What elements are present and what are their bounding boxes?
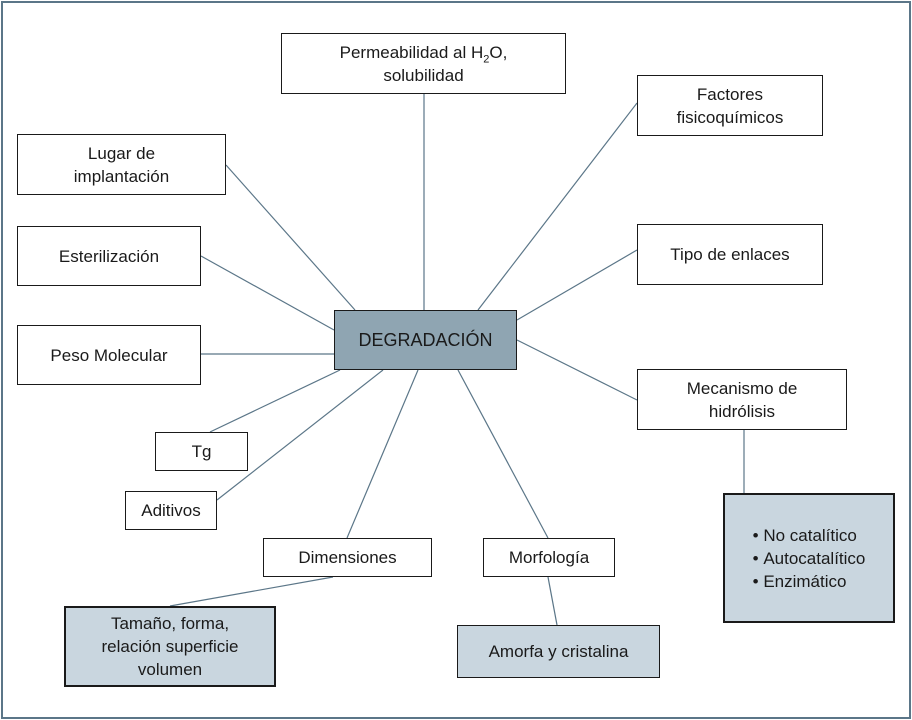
list-item: Enzimático bbox=[753, 570, 866, 593]
tamano-text-c: volumen bbox=[137, 660, 203, 679]
tamano-text-a: Tamaño, forma, bbox=[110, 614, 230, 633]
lugar-text-a: Lugar de bbox=[87, 143, 156, 163]
node-permeabilidad: Permeabilidad al H2O, solubilidad bbox=[281, 33, 566, 94]
link-morfologia-amorfa bbox=[547, 576, 558, 626]
tamano-text-b: relación superficie bbox=[101, 637, 239, 656]
peso-molecular-text: Peso Molecular bbox=[50, 345, 168, 365]
node-amorfa: Amorfa y cristalina bbox=[457, 625, 660, 678]
link-aditivos bbox=[216, 369, 384, 501]
permeabilidad-text-c: solubilidad bbox=[383, 65, 464, 85]
node-mecanismo: Mecanismo de hidrólisis bbox=[637, 369, 847, 430]
mecanismo-list: No catalítico Autocatalítico Enzimático bbox=[753, 524, 866, 593]
link-tg bbox=[209, 369, 341, 433]
link-mecanismo bbox=[516, 339, 638, 401]
node-peso-molecular: Peso Molecular bbox=[17, 325, 201, 385]
node-esterilizacion: Esterilización bbox=[17, 226, 201, 286]
node-tipo-enlaces: Tipo de enlaces bbox=[637, 224, 823, 285]
morfologia-text: Morfología bbox=[508, 548, 590, 567]
esterilizacion-text: Esterilización bbox=[58, 246, 160, 266]
node-mecanismo-list: No catalítico Autocatalítico Enzimático bbox=[723, 493, 895, 623]
link-esterilizacion bbox=[200, 255, 335, 331]
link-lugar bbox=[225, 164, 356, 311]
node-factores: Factores fisicoquímicos bbox=[637, 75, 823, 136]
link-factores bbox=[477, 102, 638, 311]
permeabilidad-text-b: O, bbox=[489, 42, 508, 62]
factores-text-a: Factores bbox=[696, 84, 764, 104]
lugar-text-b: implantación bbox=[73, 166, 170, 186]
list-item: No catalítico bbox=[753, 524, 866, 547]
mecanismo-text-a: Mecanismo de bbox=[686, 378, 798, 398]
amorfa-text: Amorfa y cristalina bbox=[488, 642, 629, 661]
tipo-enlaces-text: Tipo de enlaces bbox=[670, 245, 790, 264]
link-dimensiones bbox=[346, 369, 419, 539]
link-tipo-enlaces bbox=[516, 249, 638, 321]
tg-text: Tg bbox=[191, 442, 212, 461]
mecanismo-text-b: hidrólisis bbox=[708, 401, 776, 421]
factores-text-b: fisicoquímicos bbox=[676, 107, 784, 127]
list-item: Autocatalítico bbox=[753, 547, 865, 570]
node-morfologia: Morfología bbox=[483, 538, 615, 577]
node-lugar: Lugar de implantación bbox=[17, 134, 226, 195]
link-morfologia bbox=[457, 369, 549, 539]
node-degradacion: DEGRADACIÓN bbox=[334, 310, 517, 370]
degradacion-text: DEGRADACIÓN bbox=[358, 329, 493, 350]
node-dimensiones: Dimensiones bbox=[263, 538, 432, 577]
aditivos-text: Aditivos bbox=[141, 501, 201, 520]
permeabilidad-subscript: 2 bbox=[483, 52, 490, 65]
node-aditivos: Aditivos bbox=[125, 491, 217, 530]
permeabilidad-text-a: Permeabilidad al H bbox=[339, 42, 484, 62]
link-dimensiones-tamano bbox=[169, 576, 334, 607]
node-tamano: Tamaño, forma, relación superficie volum… bbox=[64, 606, 276, 687]
node-tg: Tg bbox=[155, 432, 248, 471]
dimensiones-text: Dimensiones bbox=[298, 548, 397, 567]
